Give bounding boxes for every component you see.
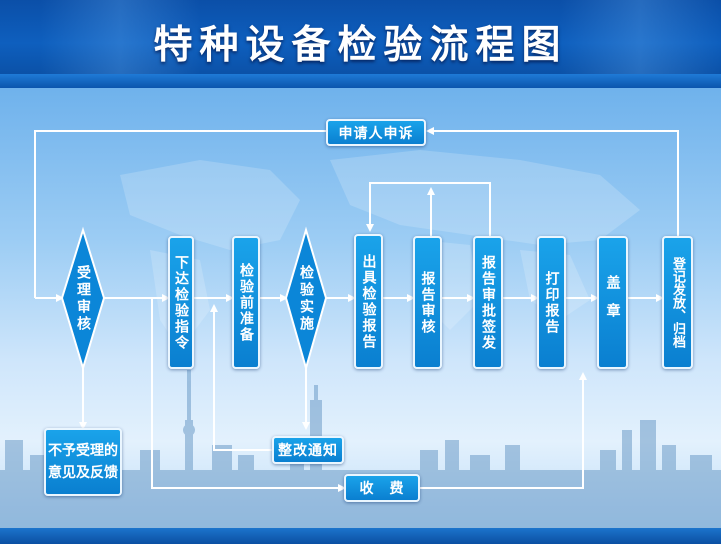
appeal-label: 申请人申诉 <box>338 125 414 142</box>
issue-report-box: 出具检验报告 <box>354 234 383 369</box>
page-title: 特种设备检验流程图 <box>153 23 568 68</box>
arrow-approve-back-to-report <box>366 182 491 236</box>
rejection-text: 不予受理的 意见及反馈 <box>46 430 120 494</box>
report-review-box: 报告审核 <box>413 236 442 369</box>
rectify-notice-box: 整改通知 <box>272 436 344 464</box>
print-report-label: 打印报告 <box>543 270 560 335</box>
rejection-line-1: 不予受理的 <box>48 443 118 459</box>
rejection-line-2: 意见及反馈 <box>48 465 118 481</box>
fee-label: 收 费 <box>359 481 405 497</box>
arrow-rectify-to-prep <box>210 304 272 451</box>
print-report-box: 打印报告 <box>537 236 566 369</box>
issue-report-label: 出具检验报告 <box>360 253 377 350</box>
header-light-streak <box>40 0 200 86</box>
issue-order-box: 下达检验指令 <box>168 236 194 369</box>
rectify-notice-label: 整改通知 <box>278 443 338 459</box>
arrow-fee-to-print <box>420 372 587 489</box>
line-appeal-to-start <box>34 130 326 298</box>
footer-band <box>0 528 721 544</box>
distribute-archive-box: 登记发放、归档 <box>662 236 693 369</box>
accept-review-label: 受理审核 <box>75 265 91 333</box>
title-bar: 特种设备检验流程图 <box>0 0 721 86</box>
appeal-box: 申请人申诉 <box>326 119 426 146</box>
pre-inspection-label: 检验前准备 <box>238 262 254 343</box>
report-review-label: 报告审核 <box>419 270 436 335</box>
accept-review-diamond <box>60 226 106 372</box>
report-approve-label: 报告审批签发 <box>480 254 496 351</box>
world-map-shapes <box>120 150 640 350</box>
arrow-archive-to-appeal <box>426 127 679 236</box>
title-underline-band <box>0 74 721 88</box>
inspection-label: 检验实施 <box>298 265 314 333</box>
issue-order-label: 下达检验指令 <box>173 254 189 351</box>
pre-inspection-box: 检验前准备 <box>232 236 260 369</box>
arrow-to-fee <box>151 298 346 492</box>
report-approve-box: 报告审批签发 <box>473 236 503 369</box>
fee-box: 收 费 <box>344 474 420 502</box>
header-light-streak <box>560 0 720 86</box>
stamp-label: 盖章 <box>604 274 621 331</box>
stamp-box: 盖章 <box>597 236 628 369</box>
rejection-box: 不予受理的 意见及反馈 <box>44 428 122 496</box>
distribute-archive-label: 登记发放、归档 <box>670 257 685 348</box>
inspection-diamond <box>284 226 328 372</box>
